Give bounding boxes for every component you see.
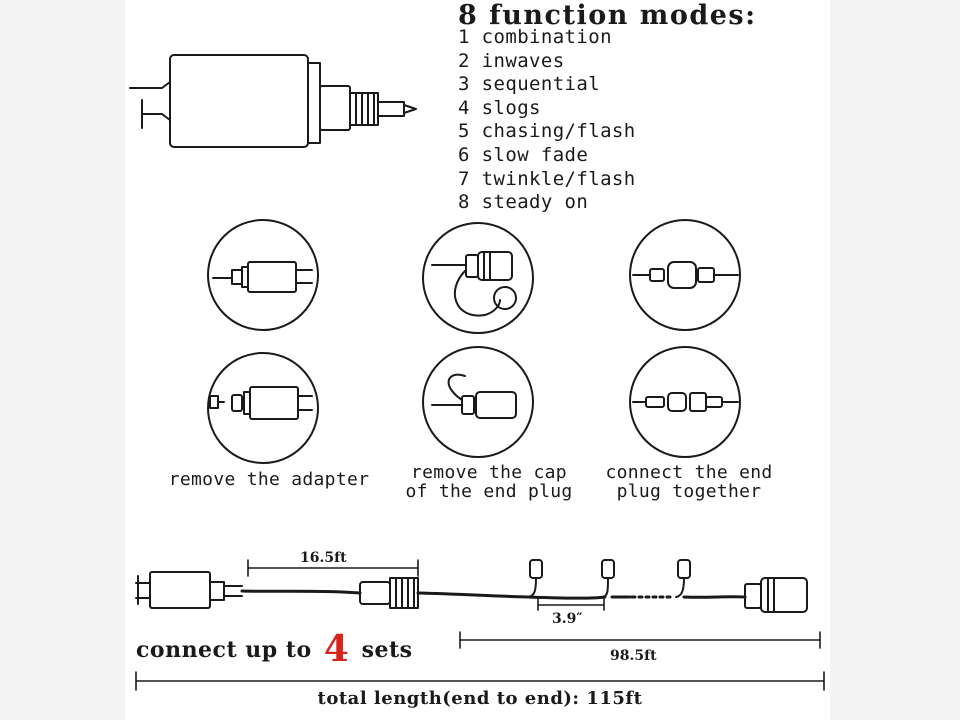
plugs-connected-circle <box>629 219 741 331</box>
mode-item: 8 steady on <box>458 191 589 214</box>
lead-cable-length: 16.5ft <box>300 550 347 566</box>
modes-list: 1 combination 2 inwaves 3 sequential 4 s… <box>458 26 636 215</box>
connect-prefix: connect up to <box>136 637 312 663</box>
caption-line: remove the cap <box>411 462 567 483</box>
connect-count: 4 <box>323 628 350 670</box>
mode-item: 2 inwaves <box>458 49 565 72</box>
caption-line: plug together <box>616 481 762 502</box>
adapter-removed-circle <box>207 352 319 464</box>
diagram-canvas <box>125 0 830 720</box>
caption-line: remove the adapter <box>168 469 370 490</box>
mode-item: 7 twinkle/flash <box>458 167 636 190</box>
total-length-label: total length(end to end): 115ft <box>317 688 643 709</box>
step-remove-cap-caption: remove the cap of the end plug <box>394 463 584 501</box>
power-adapter-illustration <box>129 54 417 148</box>
mode-item: 6 slow fade <box>458 143 589 166</box>
connect-sets-note: connect up to 4 sets <box>136 628 413 670</box>
dimension-lines <box>135 559 825 691</box>
caption-line: connect the end <box>605 462 773 483</box>
plugs-aligned-circle <box>629 346 741 458</box>
mode-item: 3 sequential <box>458 73 601 96</box>
mode-item: 5 chasing/flash <box>458 120 636 143</box>
modes-title: 8 function modes: <box>458 0 757 31</box>
adapter-connected-circle <box>207 219 319 331</box>
lit-length: 98.5ft <box>610 648 657 664</box>
caption-line: of the end plug <box>405 481 573 502</box>
mode-item: 4 slogs <box>458 96 541 119</box>
connect-suffix: sets <box>361 637 413 663</box>
end-cap-circle <box>422 222 534 334</box>
string-light-illustration <box>135 559 808 613</box>
cap-removed-circle <box>422 346 534 458</box>
step-connect-plug-caption: connect the end plug together <box>596 463 782 501</box>
step-remove-adapter-caption: remove the adapter <box>158 470 380 489</box>
mode-item: 1 combination <box>458 26 612 48</box>
bulb-spacing-length: 3.9″ <box>552 611 583 627</box>
